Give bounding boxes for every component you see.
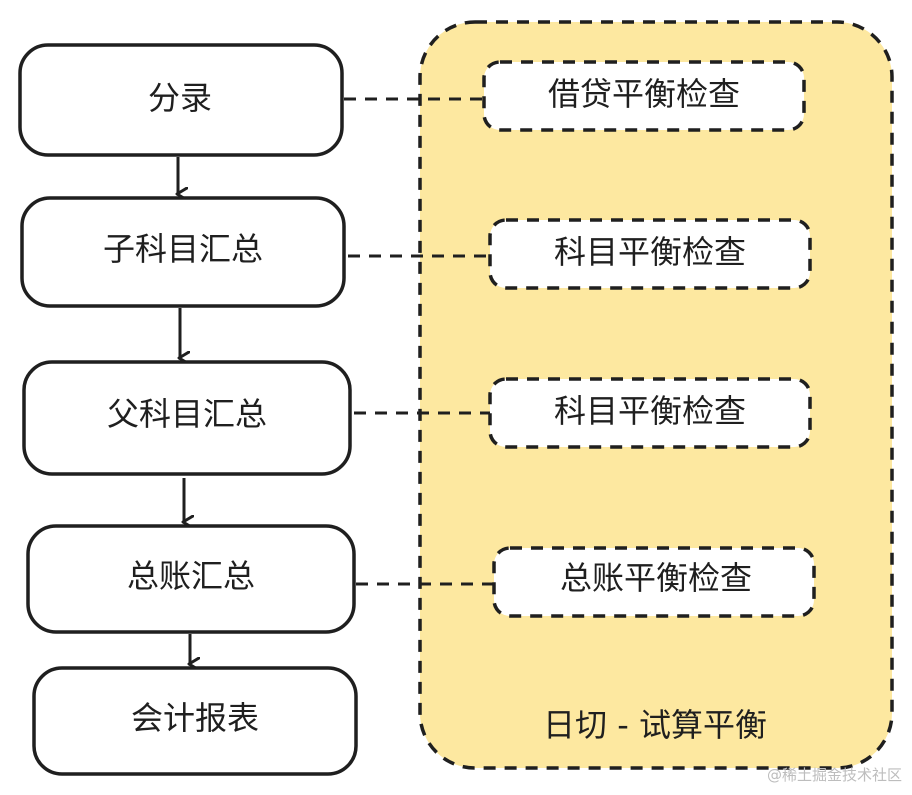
- flow-step-label: 子科目汇总: [103, 230, 263, 268]
- flow-step-box: [22, 360, 352, 476]
- watermark: @稀土掘金技术社区: [766, 766, 902, 784]
- flow-arrows: [178, 157, 190, 664]
- flow-step-box: [32, 666, 358, 776]
- check-label: 科目平衡检查: [554, 392, 746, 430]
- flow-step-label: 分录: [148, 79, 212, 117]
- check-box: [488, 218, 812, 290]
- flow-step-label: 父科目汇总: [107, 395, 267, 433]
- check-4: 总账平衡检查: [492, 546, 816, 618]
- flow-step-box: [20, 196, 346, 308]
- check-box: [488, 377, 812, 449]
- check-label: 科目平衡检查: [554, 233, 746, 271]
- check-connectors: [344, 97, 494, 586]
- flow-step-5: 会计报表: [32, 666, 358, 776]
- check-1: 借贷平衡检查: [482, 60, 806, 132]
- flow-step-2: 子科目汇总: [20, 196, 346, 308]
- flow-step-1: 分录: [18, 43, 344, 157]
- check-label: 借贷平衡检查: [548, 75, 740, 113]
- flow-step-3: 父科目汇总: [22, 360, 352, 476]
- check-label: 总账平衡检查: [560, 559, 752, 597]
- check-box: [492, 546, 816, 618]
- flow-step-box: [26, 524, 356, 634]
- check-2: 科目平衡检查: [488, 218, 812, 290]
- trial-balance-group-label: 日切 - 试算平衡: [543, 706, 767, 744]
- flow-step-4: 总账汇总: [26, 524, 356, 634]
- check-3: 科目平衡检查: [488, 377, 812, 449]
- check-box: [482, 60, 806, 132]
- flow-step-label: 总账汇总: [127, 557, 255, 595]
- flow-step-box: [18, 43, 344, 157]
- flow-step-label: 会计报表: [131, 699, 259, 737]
